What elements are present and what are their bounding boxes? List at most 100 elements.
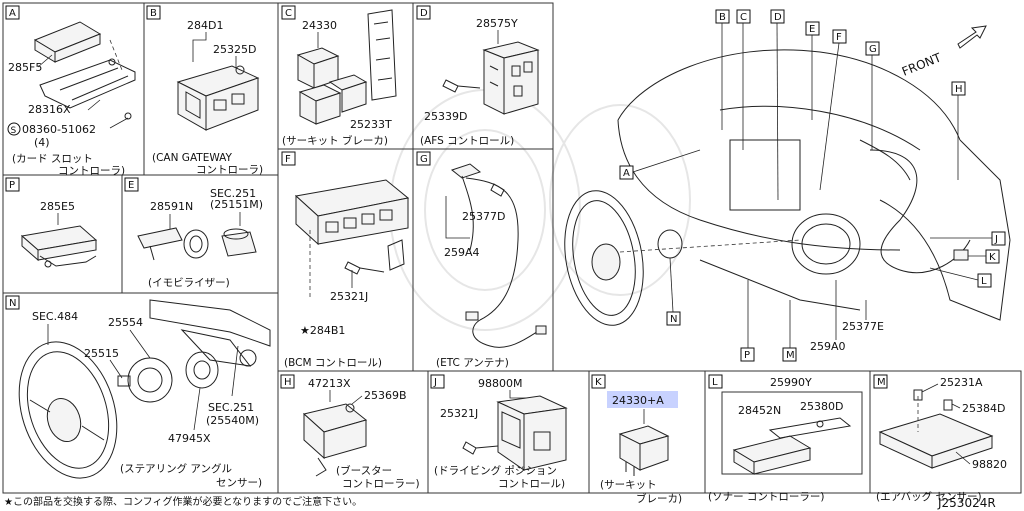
svg-text:P: P	[744, 350, 750, 361]
panel-e-caption: (イモビライザー)	[148, 277, 230, 289]
panel-n-caption-line1: (ステアリング アングル	[120, 462, 232, 475]
panel-a-caption-line1: (カード スロット	[12, 153, 93, 165]
steering-angle-sensor-icon	[109, 329, 239, 431]
overview-callout-d: D	[770, 9, 785, 24]
overview-callout-e: E	[805, 21, 820, 36]
part-number-25325d: 25325D	[213, 43, 256, 56]
front-label: FRONT	[900, 50, 944, 79]
panel-m-airbag-sensor: M 25231A 25384D 98820 (エアバッグ センサー)	[873, 374, 1007, 503]
driving-position-module-icon	[496, 395, 568, 471]
steering-wheel-icon	[18, 324, 118, 479]
part-number-25231a: 25231A	[940, 376, 983, 389]
combination-switch-icon	[149, 299, 271, 367]
overview-callout-g: G	[865, 41, 880, 56]
part-number-25369b: 25369B	[364, 389, 407, 402]
part-highlight	[607, 391, 678, 408]
panel-k-caption-line2: ブレーカ)	[636, 492, 682, 505]
svg-text:A: A	[623, 168, 630, 179]
panel-g-tag: G	[416, 151, 431, 166]
bcm-control-module-icon	[294, 179, 410, 300]
part-number-47945x: 47945X	[168, 432, 211, 445]
svg-text:D: D	[420, 8, 428, 19]
footer-note: ★この部品を交換する際、コンフィグ作業が必要となりますのでご注意下さい。	[4, 495, 362, 508]
svg-text:J: J	[994, 234, 998, 245]
svg-text:F: F	[836, 32, 842, 43]
overview-callout-k: K	[985, 249, 1000, 264]
overview-callout-h: H	[951, 81, 966, 96]
part-number-25540m: (25540M)	[206, 414, 259, 427]
part-number-25990y: 25990Y	[770, 376, 812, 389]
part-number-25339d: 25339D	[424, 110, 467, 123]
part-number-25377d: 25377D	[462, 210, 505, 223]
panel-h-caption-line1: (ブースター	[336, 464, 392, 477]
part-number-28316x: 28316X	[28, 103, 71, 116]
panel-m-caption: (エアバッグ センサー)	[876, 490, 982, 503]
panel-k-circuit-breaker: K 24330+A (サーキット ブレーカ)	[591, 374, 682, 505]
panel-p-module: P 285E5	[5, 177, 98, 268]
panel-j-tag: J	[430, 374, 445, 389]
part-number-259a4: 259A4	[444, 246, 480, 259]
panel-h-tag: H	[280, 374, 295, 389]
panel-j-caption-line1: (ドライビング ポジション	[434, 464, 557, 477]
svg-text:J: J	[433, 377, 437, 388]
svg-text:L: L	[712, 377, 718, 388]
part-number-24330-a[interactable]: 24330+A	[612, 394, 664, 407]
panel-e-immobilizer: E 28591N SEC.251 (25151M) (イモビライザー)	[124, 177, 263, 289]
relay-bracket-icon	[367, 9, 397, 101]
circuit-breaker-relay-icon	[618, 425, 670, 476]
bolt-s-icon	[7, 122, 21, 136]
booster-controller-icon	[302, 403, 368, 477]
part-number-285f5: 285F5	[8, 61, 42, 74]
panel-a-card-slot-controller: A 285F5 28316X S 08360-51062 (4) (カード スロ…	[5, 5, 136, 177]
panel-f-tag: F	[281, 151, 296, 166]
panel-k-tag: K	[591, 374, 606, 389]
sec-ref-484: SEC.484	[32, 310, 78, 323]
panel-b-can-gateway: B 284D1 25325D (CAN GATEWAY コントローラ)	[146, 5, 263, 176]
panel-d-tag: D	[416, 5, 431, 20]
part-number-284d1: 284D1	[187, 19, 223, 32]
panel-b-caption-line2: コントローラ)	[196, 164, 263, 176]
overview-callout-a: A	[619, 165, 634, 180]
overview-callout-c: C	[736, 9, 751, 24]
svg-text:C: C	[285, 8, 292, 19]
bolt-icon	[490, 183, 505, 197]
panel-l-sonar-controller: L 25990Y 28452N 25380D (ソナー コントローラー)	[708, 374, 863, 503]
card-slot-controller-icon	[33, 21, 136, 129]
part-number-25321j-j: 25321J	[440, 407, 478, 420]
part-number-47213x: 47213X	[308, 377, 351, 390]
panel-k-caption-line1: (サーキット	[600, 479, 657, 491]
relay-pair-icon	[296, 47, 368, 125]
bolt-icon	[442, 79, 481, 93]
part-number-28452n: 28452N	[738, 404, 781, 417]
panel-h-booster-controller: H 47213X 25369B (ブースター コントローラー)	[280, 374, 420, 490]
panel-g-etc-antenna: G 25377D 259A4 (ETC アンテナ)	[416, 151, 547, 369]
svg-text:H: H	[955, 84, 963, 95]
part-quantity-4: (4)	[34, 136, 50, 149]
part-number-28575y: 28575Y	[476, 17, 518, 30]
svg-text:L: L	[981, 276, 987, 287]
watermark	[389, 89, 691, 331]
svg-text:E: E	[128, 180, 134, 191]
dashboard-overview: FRONT A B C	[564, 9, 1011, 362]
svg-text:D: D	[774, 12, 782, 23]
part-number-08360-51062: 08360-51062	[22, 123, 96, 136]
panel-h-caption-line2: コントローラー)	[342, 478, 420, 490]
panel-j-caption-line2: コントロール)	[498, 478, 565, 490]
part-number-24330: 24330	[302, 19, 337, 32]
panel-c-caption: (サーキット ブレーカ)	[282, 134, 388, 147]
dashboard-outline-icon	[617, 49, 1011, 321]
svg-text:G: G	[869, 44, 877, 55]
panel-d-caption: (AFS コントロール)	[420, 135, 514, 147]
panel-m-tag: M	[873, 374, 888, 389]
part-number-28591n: 28591N	[150, 200, 193, 213]
part-number-284b1: ★284B1	[300, 324, 345, 337]
svg-text:C: C	[740, 12, 747, 23]
part-number-25554: 25554	[108, 316, 143, 329]
panel-j-driving-position-control: J 98800M 25321J (ドライビング ポジション コントロール)	[430, 374, 568, 490]
panel-n-tag: N	[5, 295, 20, 310]
part-number-25515: 25515	[84, 347, 119, 360]
svg-text:K: K	[989, 252, 996, 263]
panel-n-caption-line2: センサー)	[216, 477, 262, 489]
overview-callout-m: M	[782, 347, 797, 362]
